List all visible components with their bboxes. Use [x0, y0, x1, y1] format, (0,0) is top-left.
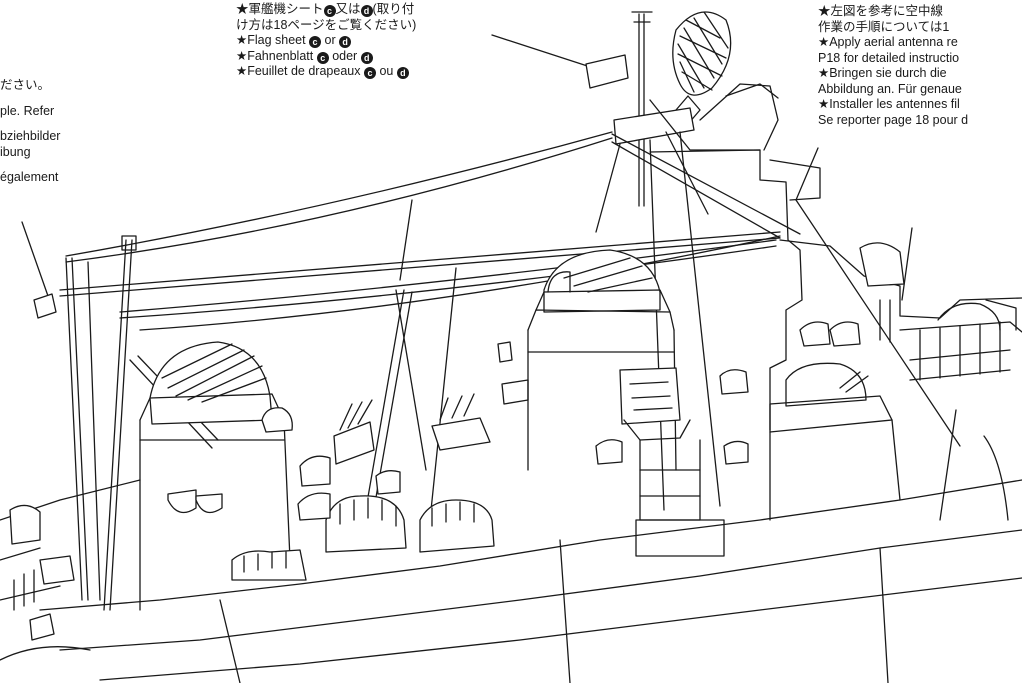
flag-icon: [34, 55, 628, 318]
right-note-fr-line1: ★Installer les antennes fil: [818, 97, 960, 111]
sheet-c-badge: c: [316, 51, 329, 64]
center-note-en: ★Flag sheet c or d: [236, 33, 416, 49]
sheet-c-badge: c: [363, 67, 376, 79]
center-jp-text-a: ★軍艦機シート: [236, 2, 324, 16]
right-note-en-line1: ★Apply aerial antenna re: [818, 35, 958, 49]
center-fr-text: ★Feuillet de drapeaux: [236, 64, 361, 78]
aerial-antenna-callout-note: ★左図を参考に空中線 作業の手順については1 ★Apply aerial ant…: [818, 4, 1022, 128]
center-note-de: ★Fahnenblatt c oder d: [236, 49, 416, 65]
right-note-de-line1: ★Bringen sie durch die: [818, 66, 947, 80]
left-edge-details: [10, 505, 74, 640]
center-de-oder: oder: [332, 48, 358, 63]
main-mast: [596, 12, 800, 238]
sheet-c-badge: c: [309, 36, 322, 48]
middle-director: [528, 250, 676, 470]
center-fr-ou: ou: [379, 64, 394, 78]
center-en-text: ★Flag sheet: [236, 33, 306, 47]
left-note-en: ple. Refer: [0, 103, 55, 118]
forward-director: [140, 342, 290, 610]
aerial-antenna-wires: [60, 132, 1008, 520]
center-note-fr: ★Feuillet de drapeaux c ou d: [236, 64, 416, 80]
sheet-d-badge: d: [360, 5, 373, 17]
center-de-text: ★Fahnenblatt: [236, 48, 314, 63]
center-en-or: or: [324, 33, 336, 47]
bridge-tower: [620, 84, 820, 556]
radar-dish-icon: [673, 12, 731, 124]
aft-superstructure: [770, 240, 1022, 520]
center-jp-text-b: 又は: [335, 2, 361, 16]
right-note-fr-line2: Se reporter page 18 pour d: [818, 112, 969, 127]
gun-mounts: [232, 342, 868, 580]
left-note-de: bziehbilder: [0, 129, 61, 143]
sheet-c-badge: c: [323, 5, 336, 17]
right-note-de-line2: Abbildung an. Für genaue: [818, 81, 962, 96]
right-note-en-line2: P18 for detailed instructio: [818, 50, 960, 65]
center-jp-text-c: (取り付: [372, 2, 415, 16]
left-note-fr: également: [0, 170, 59, 184]
left-note-jp: ださい。: [0, 78, 51, 92]
right-note-jp-line2: 作業の手順については1: [818, 19, 950, 34]
left-note-de-2: ibung: [0, 144, 31, 159]
sheet-d-badge: d: [396, 67, 409, 79]
deck-and-hull: [0, 480, 1022, 683]
sheet-d-badge: d: [360, 51, 373, 64]
center-note-jp-line2: け方は18ページをご覧ください): [236, 17, 417, 32]
sheet-d-badge: d: [339, 36, 352, 48]
fore-mast: [66, 236, 218, 610]
right-note-jp-line1: ★左図を参考に空中線: [818, 4, 944, 18]
left-callout-note: ださい。 ple. Refer bziehbilder ibung égalem…: [0, 78, 60, 196]
